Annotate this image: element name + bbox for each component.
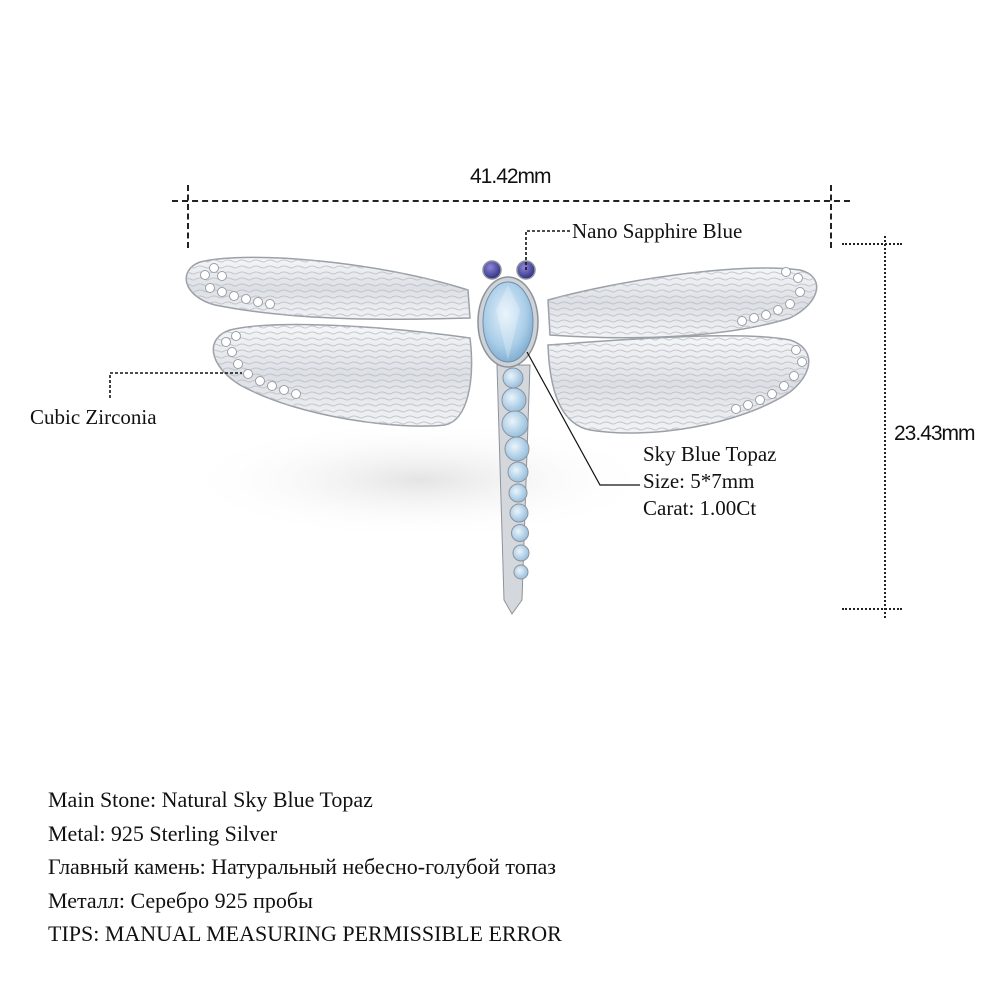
spec-tips: TIPS: MANUAL MEASURING PERMISSIBLE ERROR — [48, 921, 562, 946]
specs-list: Main Stone: Natural Sky Blue Topaz Metal… — [48, 783, 562, 951]
main-stone-size: Size: 5*7mm — [643, 469, 755, 493]
width-dimension-line — [172, 200, 850, 202]
spec-main-stone-ru: Главный камень: Натуральный небесно-голу… — [48, 854, 556, 879]
width-dimension-right-tick — [830, 185, 832, 248]
spec-metal: Metal: 925 Sterling Silver — [48, 820, 278, 846]
cubic-zirconia-callout: Cubic Zirconia — [30, 405, 157, 429]
main-stone-carat: Carat: 1.00Ct — [643, 496, 757, 520]
nano-sapphire-callout: Nano Sapphire Blue — [572, 219, 743, 243]
width-dimension-left-tick — [187, 185, 189, 248]
height-dimension-label: 23.43mm — [894, 422, 976, 445]
height-dimension-top-tick — [842, 243, 902, 245]
spec-metal-ru: Металл: Серебро 925 пробы — [48, 887, 313, 913]
main-stone-callout: Sky Blue Topaz Size: 5*7mm Carat: 1.00Ct — [643, 441, 776, 522]
height-dimension-line — [884, 236, 886, 618]
main-stone-name: Sky Blue Topaz — [643, 442, 777, 466]
spec-main-stone: Main Stone: Natural Sky Blue Topaz — [48, 787, 373, 812]
height-dimension-bottom-tick — [842, 608, 902, 610]
width-dimension-label: 41.42mm — [470, 165, 552, 188]
